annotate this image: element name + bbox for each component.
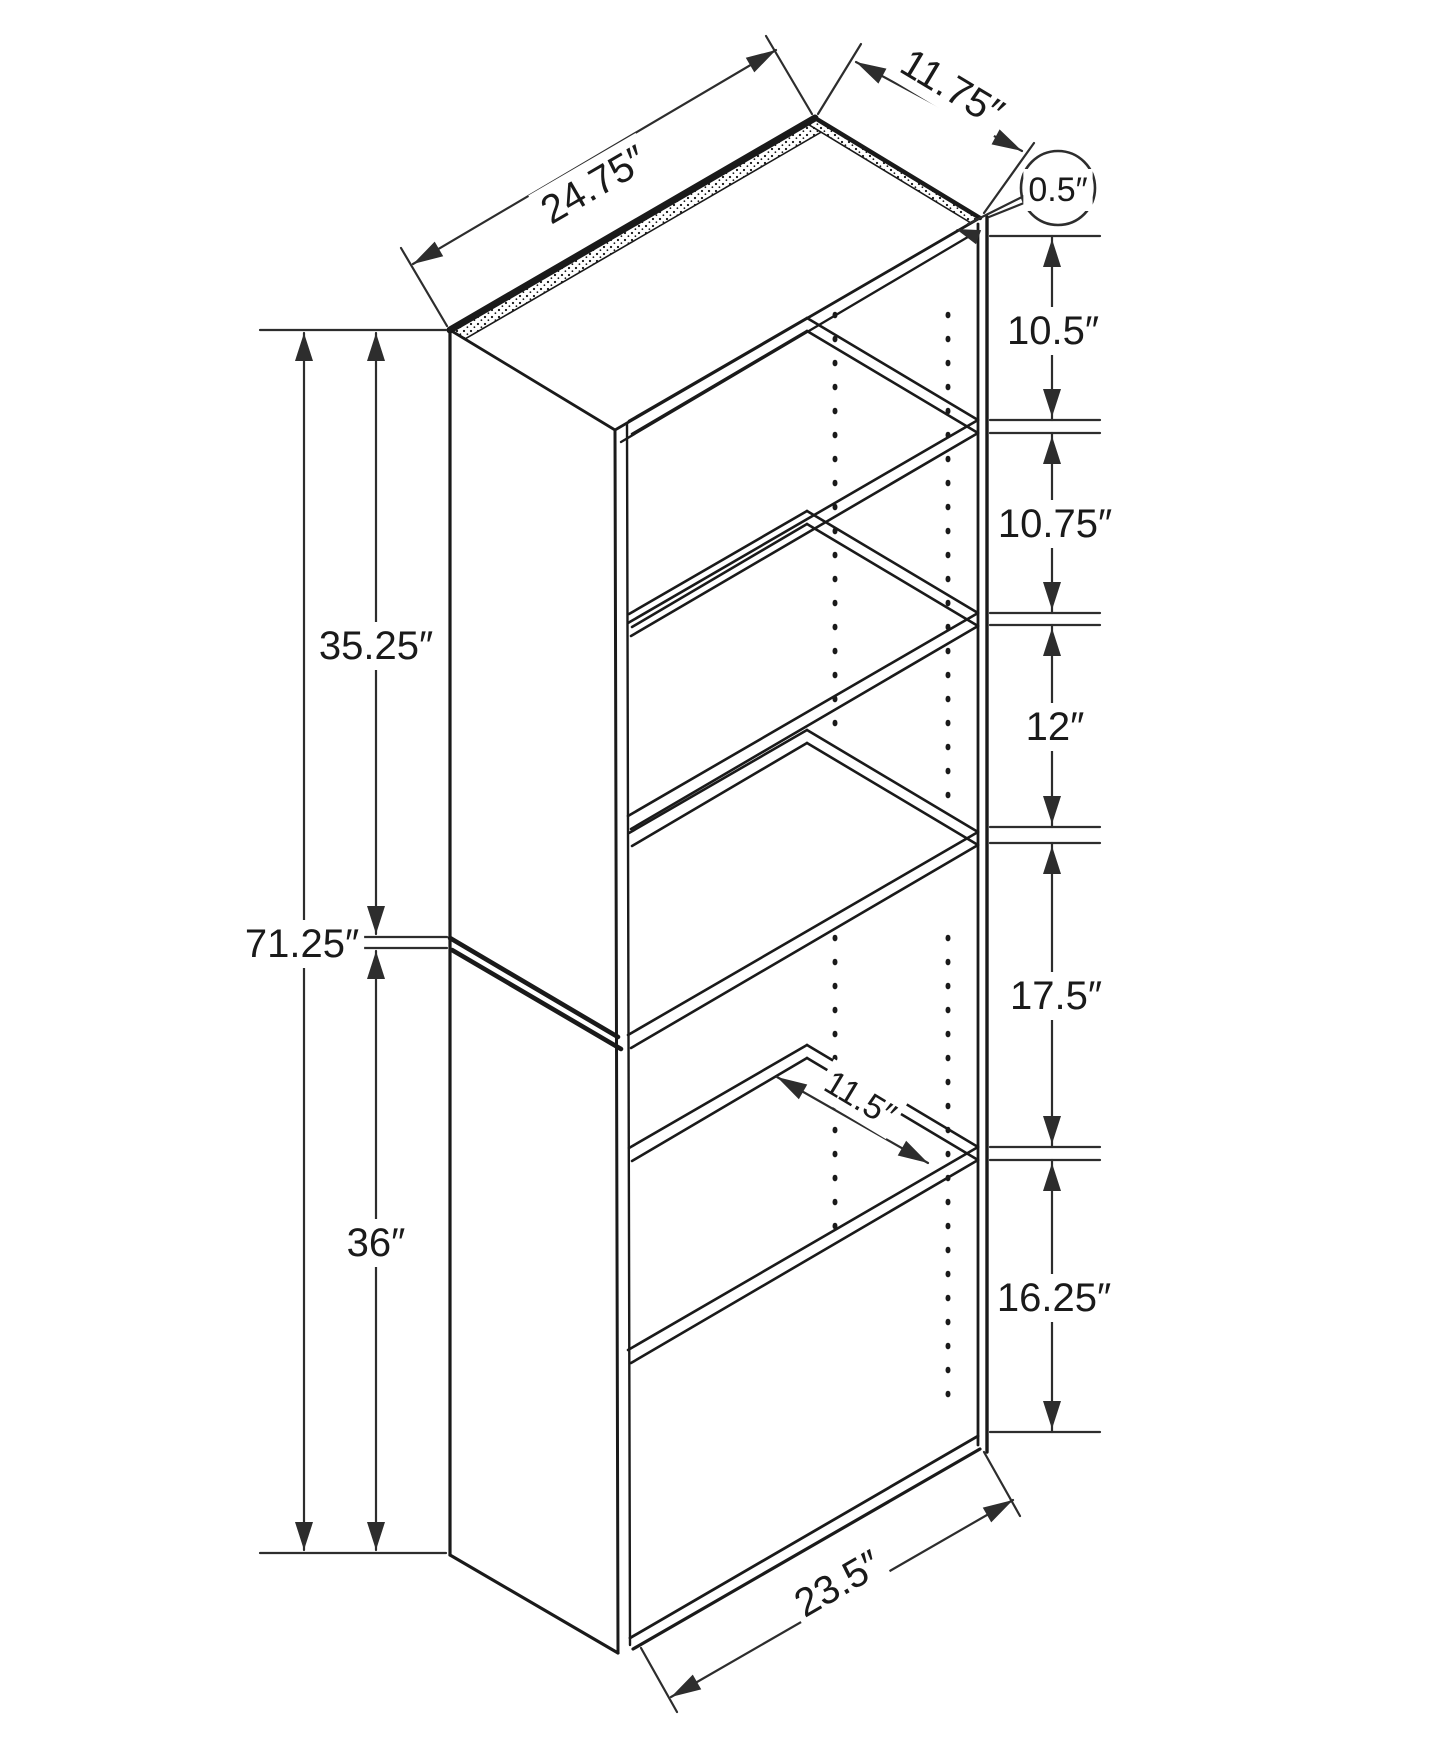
dim-opening-5: 16.25″ — [997, 1276, 1111, 1320]
shelf-pin-holes — [832, 311, 951, 1398]
dim-upper-section-height: 35.25″ — [319, 624, 433, 668]
dim-base-width: 23.5″ — [787, 1542, 889, 1626]
dim-opening-3: 12″ — [1026, 705, 1085, 749]
dim-opening-1: 10.5″ — [1007, 309, 1099, 353]
dim-top-depth: 11.75″ — [893, 40, 1011, 135]
cabinet-outline — [446, 114, 989, 1655]
edge-banding — [448, 117, 982, 340]
dim-lower-section-height: 36″ — [347, 1221, 406, 1265]
dimension-annotations — [258, 34, 1102, 1714]
dim-total-height: 71.25″ — [245, 922, 359, 966]
label-backgrounds — [239, 36, 1118, 1631]
dim-opening-2: 10.75″ — [998, 502, 1112, 546]
dim-panel-thickness: 0.5″ — [1028, 171, 1087, 209]
dim-opening-4: 17.5″ — [1010, 974, 1102, 1018]
